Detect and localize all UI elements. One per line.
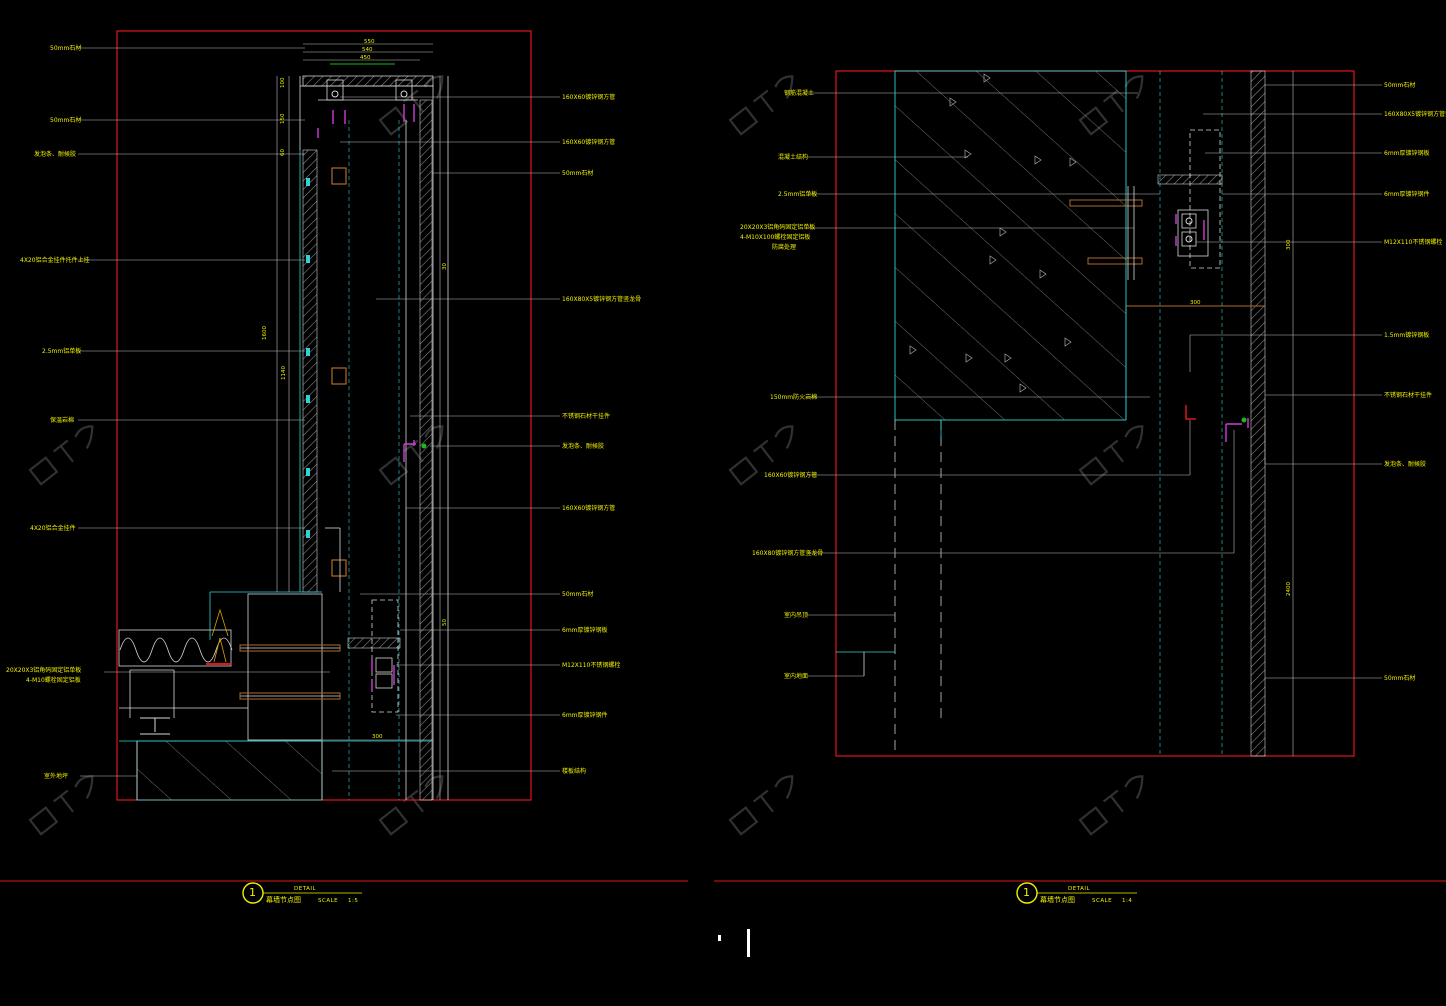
right-detail-right-label-3: 6mm厚镀锌钢板 (1384, 149, 1430, 157)
detail-title-left: 幕墙节点图 (266, 895, 301, 904)
dim-30: 30 (442, 263, 448, 270)
detail-left-frame (116, 30, 532, 801)
right-dim-300-a: 300 (1190, 300, 1201, 306)
right-label-9: 6mm厚镀锌钢板 (562, 626, 608, 634)
left-label-10: 室外地坪 (44, 772, 68, 780)
right-label-4: 160X80X5镀锌钢方管竖龙骨 (562, 295, 641, 303)
right-detail-right-label-4: 6mm厚镀锌钢件 (1384, 190, 1430, 198)
aluminium-panel-insulation (302, 149, 318, 593)
right-detail-left-label-1: 钢筋混凝土 (784, 89, 814, 97)
left-label-4: 4X20铝合金挂件托件上挂 (20, 256, 90, 264)
left-label-6: 保温岩棉 (50, 416, 74, 424)
title-block-left: 1 DETAIL 幕墙节点图 SCALE 1:5 (242, 882, 362, 904)
left-label-7: 4X20铝合金挂件 (30, 524, 76, 532)
dim-50: 50 (442, 619, 448, 626)
left-label-2: 50mm石材 (50, 116, 81, 124)
right-detail-leaders (808, 84, 1382, 679)
title-block-right: 1 DETAIL 幕墙节点图 SCALE 1:4 (1016, 882, 1137, 904)
detail-word-right: DETAIL (1068, 886, 1091, 892)
right-detail-left-label-2: 混凝土结构 (778, 153, 808, 161)
right-detail-left-label-6: 防腐处理 (772, 243, 796, 251)
left-label-1: 50mm石材 (50, 44, 81, 52)
right-label-2: 160X60镀锌钢方管 (562, 138, 615, 146)
detail-number-right: 1 (1023, 886, 1030, 899)
dim-100: 100 (280, 77, 286, 88)
dim-550: 550 (364, 39, 375, 45)
right-detail-right-label-5: M12X110不锈钢螺栓 (1384, 238, 1442, 246)
right-detail-left-label-10: 室内吊顶 (784, 611, 808, 619)
right-detail-left-label-7: 150mm防火岩棉 (770, 393, 817, 401)
right-label-12: 楼板结构 (562, 767, 586, 775)
right-detail-right-label-2: 160X80X5镀锌钢方管竖龙骨 (1384, 110, 1446, 118)
right-detail-right-label-6: 1.5mm镀锌钢板 (1384, 331, 1429, 339)
scale-label-right: SCALE (1092, 898, 1112, 904)
right-detail-left-label-3: 2.5mm铝单板 (778, 190, 817, 198)
right-detail-right-label-8: 发泡条、耐候胶 (1384, 460, 1426, 468)
right-detail-right-label-1: 50mm石材 (1384, 81, 1415, 89)
watermark-group (28, 75, 1144, 836)
dim-450: 450 (360, 55, 371, 61)
right-detail-left-label-4: 20X20X3铝角码固定铝单板 (740, 223, 815, 231)
right-label-8: 50mm石材 (562, 590, 593, 598)
rock-wool-wave (119, 637, 233, 663)
cursor-dot (718, 935, 721, 941)
dim-1600: 1600 (262, 326, 268, 340)
right-detail-left-label-11: 室内地面 (784, 672, 808, 680)
left-label-3: 发泡条、耐候胶 (34, 150, 76, 158)
left-label-5: 2.5mm铝单板 (42, 347, 81, 355)
detail-number-left: 1 (249, 886, 256, 899)
dim-300: 300 (372, 734, 383, 740)
detail-right: 钢筋混凝土 混凝土结构 2.5mm铝单板 20X20X3铝角码固定铝单板 4-M… (740, 70, 1446, 757)
right-detail-left-label-9: 160X80镀锌钢方管竖龙骨 (752, 549, 823, 557)
right-label-6: 发泡条、耐候胶 (562, 442, 604, 450)
right-dim-300-b: 300 (1286, 239, 1292, 250)
stone-cladding-right (419, 99, 433, 801)
floor-slab (136, 740, 323, 801)
right-label-1: 160X60镀锌钢方管 (562, 93, 615, 101)
right-detail-right-label-7: 不锈钢石材干挂件 (1384, 391, 1432, 399)
right-dim-2400: 2400 (1286, 582, 1292, 596)
right-detail-left-label-5: 4-M10X100螺栓固定铝板 (740, 233, 810, 241)
detail-title-right: 幕墙节点图 (1040, 895, 1075, 904)
top-coping-stone (302, 75, 434, 87)
stone-cladding (1250, 70, 1266, 757)
dim-540: 540 (362, 47, 373, 53)
scale-value-right: 1:4 (1122, 898, 1132, 904)
right-label-3: 50mm石材 (562, 169, 593, 177)
detail-word-left: DETAIL (294, 886, 317, 892)
dim-1140: 1140 (281, 366, 287, 380)
right-label-7: 160X60镀锌钢方管 (562, 504, 615, 512)
scale-value-left: 1:5 (348, 898, 358, 904)
detail-left: 50mm石材 50mm石材 发泡条、耐候胶 4X20铝合金挂件托件上挂 2.5m… (6, 30, 641, 801)
right-detail-left-label-8: 160X60镀锌钢方管 (764, 471, 817, 479)
dim-150: 150 (280, 113, 286, 124)
left-label-9: 4-M10螺栓固定铝板 (26, 676, 81, 684)
right-detail-right-label-9: 50mm石材 (1384, 674, 1415, 682)
right-label-11: 6mm厚镀锌钢件 (562, 711, 608, 719)
dim-60: 60 (280, 149, 286, 156)
left-label-8: 20X20X3铝角码固定铝单板 (6, 666, 81, 674)
right-label-5: 不锈钢石材干挂件 (562, 412, 610, 420)
concrete-beam (894, 70, 1127, 421)
right-label-10: M12X110不锈钢螺栓 (562, 661, 620, 669)
left-detail-leaders (78, 47, 560, 777)
scale-label-left: SCALE (318, 898, 338, 904)
text-cursor (747, 929, 750, 957)
